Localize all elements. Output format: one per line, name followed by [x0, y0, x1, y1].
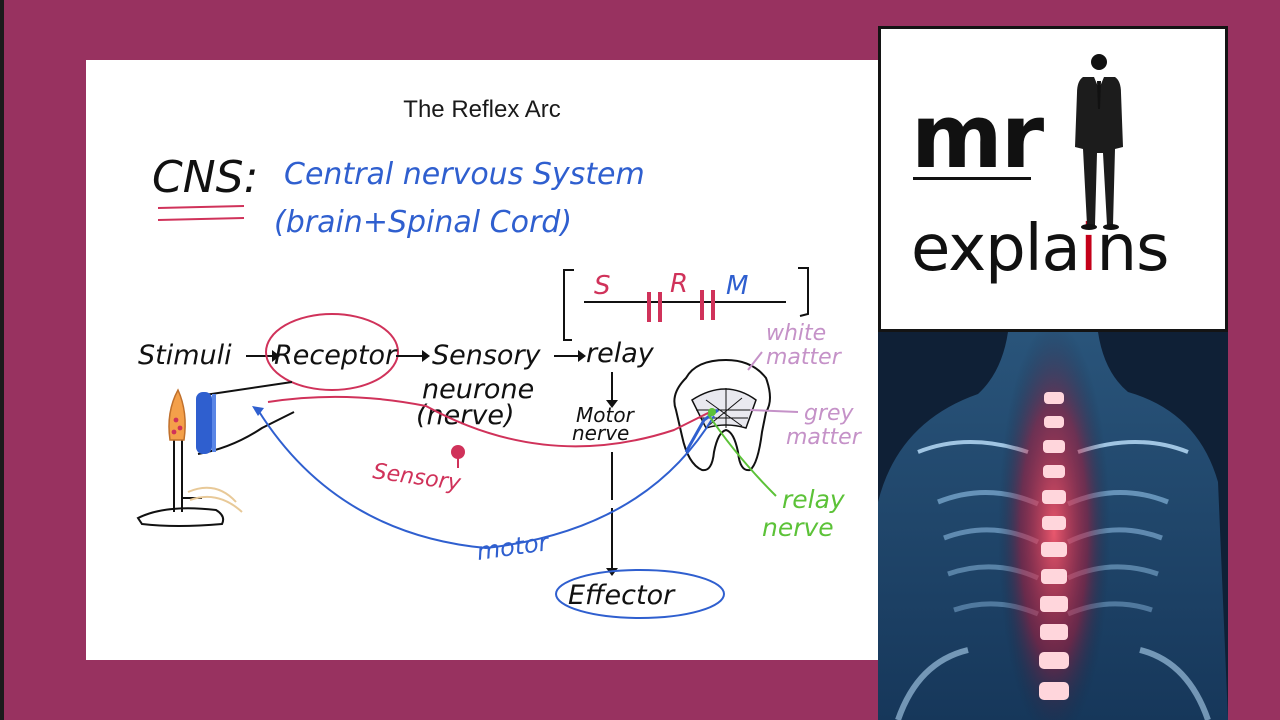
suited-man-icon	[1075, 54, 1123, 230]
bunsen-burner	[136, 388, 243, 527]
flow-motor-line2: nerve	[572, 421, 629, 445]
white-matter-pointer	[747, 351, 763, 371]
brand-mr: mr	[911, 85, 1044, 188]
bar-s: S	[594, 271, 611, 301]
spine-xray-image	[878, 332, 1228, 720]
sensory-pathway	[267, 395, 715, 448]
sensory-cell-body	[451, 445, 465, 459]
brand-logo-panel: mr explains	[878, 26, 1228, 332]
flow-stimuli: Stimuli	[138, 340, 232, 371]
arrow-head	[578, 350, 586, 362]
brand-explains-red-letter: i	[1079, 212, 1098, 286]
spinal-cord-section	[673, 358, 771, 472]
arrow-head	[272, 350, 280, 362]
flow-relay: relay	[586, 338, 655, 369]
bracket-left	[563, 269, 574, 341]
label-motor: motor	[475, 528, 552, 566]
flow-sensory: Sensory	[432, 340, 542, 371]
whiteboard: The Reflex Arc CNS: Central nervous Syst…	[86, 60, 878, 660]
underline-2	[157, 217, 245, 221]
bar-r: R	[670, 269, 688, 299]
label-grey-line2: matter	[786, 425, 863, 450]
effector-outline	[555, 569, 725, 619]
grey-matter-pointer	[749, 409, 799, 413]
underline-1	[157, 205, 245, 209]
cns-parts: (brain+Spinal Cord)	[274, 205, 572, 240]
relay-pathway	[707, 413, 777, 497]
brand-underline	[913, 177, 1031, 180]
cns-label: CNS:	[152, 152, 258, 203]
bar-m: M	[726, 271, 748, 301]
arrow-head	[606, 400, 618, 408]
brand-explains: explains	[911, 217, 1169, 281]
flow-receptor: Receptor	[274, 340, 398, 371]
frame-edge	[0, 0, 4, 720]
label-relay-line1: relay	[782, 485, 846, 514]
label-white-line2: matter	[766, 345, 843, 370]
reflex-arc-diagram: CNS: Central nervous System (brain+Spina…	[136, 152, 863, 619]
flow-neurone: neurone	[422, 374, 534, 405]
label-grey-line1: grey	[804, 401, 855, 426]
receptor-circle	[265, 313, 399, 391]
label-white-line1: white	[766, 321, 826, 346]
label-relay-line2: nerve	[762, 513, 834, 542]
hand-drawing	[196, 381, 295, 455]
flow-motor-line1: Motor	[576, 403, 636, 427]
bracket-right	[798, 267, 809, 317]
label-sensory: Sensory	[371, 459, 463, 496]
brand-explains-prefix: expla	[911, 212, 1081, 286]
slide-title: The Reflex Arc	[403, 96, 561, 123]
flow-nerve: (nerve)	[416, 400, 514, 431]
relay-cell-body	[708, 408, 716, 416]
spine-illustration	[878, 332, 1228, 720]
flow-effector: Effector	[568, 580, 676, 611]
cns-definition: Central nervous System	[284, 157, 645, 192]
arrow-head	[422, 350, 430, 362]
motor-arrow-head	[252, 406, 264, 416]
motor-pathway	[257, 409, 715, 550]
